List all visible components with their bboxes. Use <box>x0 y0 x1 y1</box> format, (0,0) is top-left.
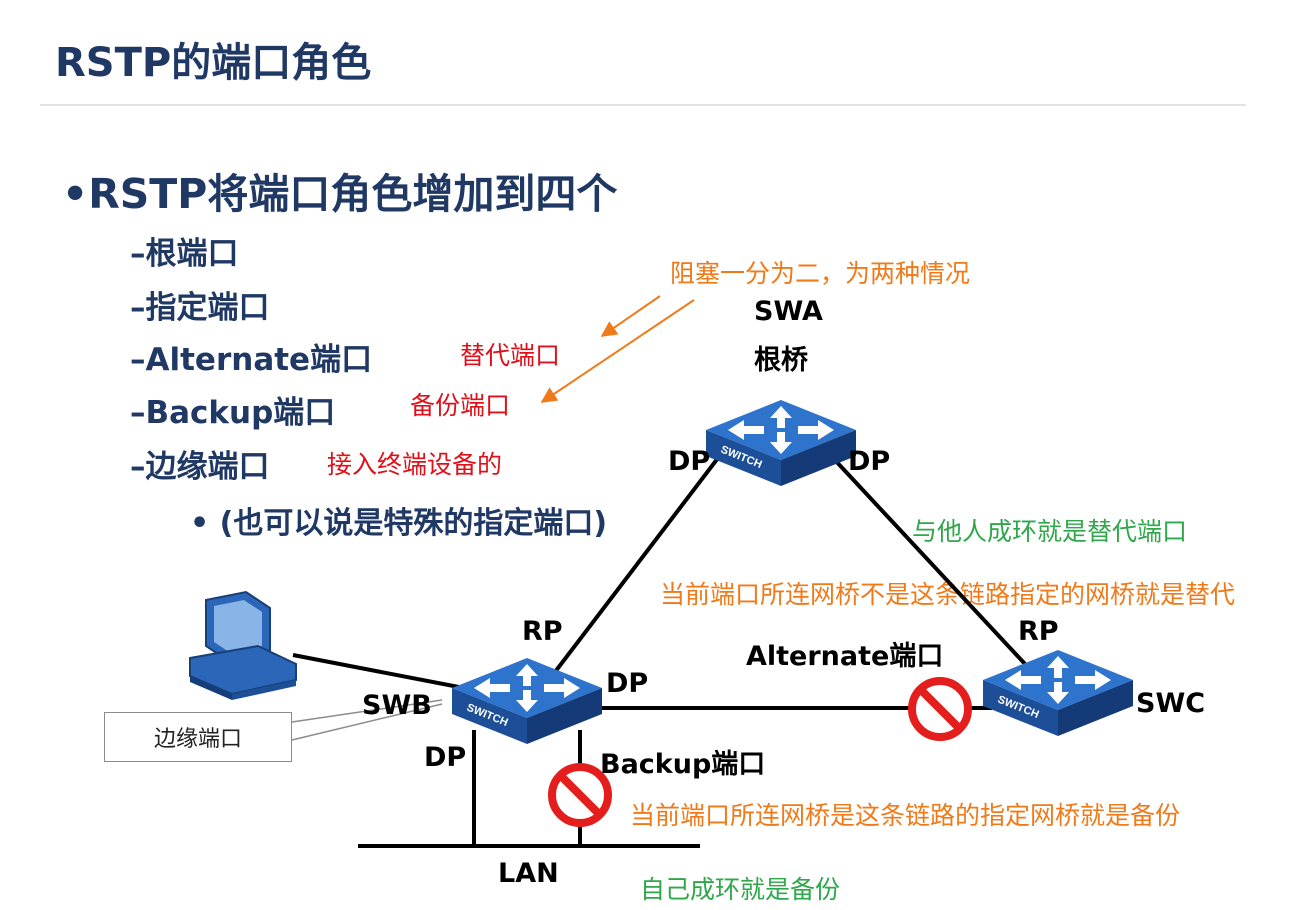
note-loop-self: 自己成环就是备份 <box>640 875 841 904</box>
callout-pointer-top <box>291 699 443 723</box>
link-swa-swb <box>553 456 720 674</box>
main-bullet: •RSTP将端口角色增加到四个 <box>62 170 618 218</box>
blocked-backup-icon <box>548 763 612 827</box>
role-designated-port: –指定端口 <box>130 290 270 326</box>
port-swa-left: DP <box>668 446 711 477</box>
swa-name: SWA <box>754 296 823 327</box>
switch-swb-icon: SWITCH <box>452 658 602 744</box>
arrow-to-alternate <box>600 295 661 337</box>
pc-icon <box>189 590 297 700</box>
swa-role: 根桥 <box>754 345 808 376</box>
role-edge-port: –边缘端口 <box>130 449 270 485</box>
switch-swa-icon: SWITCH <box>706 400 856 486</box>
role-backup-port: –Backup端口 <box>130 395 336 431</box>
note-backup-cn: 备份端口 <box>410 391 511 420</box>
swc-name: SWC <box>1136 688 1206 719</box>
port-swc-rp: RP <box>1018 616 1059 647</box>
note-edge-access: 接入终端设备的 <box>327 450 503 479</box>
edge-port-note: • (也可以说是特殊的指定端口) <box>190 506 608 541</box>
page-title: RSTP的端口角色 <box>55 40 372 86</box>
edge-port-callout: 边缘端口 <box>104 712 292 762</box>
port-swa-right: DP <box>848 446 891 477</box>
note-backup-rule: 当前端口所连网桥是这条链路的指定网桥就是备份 <box>630 801 1181 830</box>
role-alternate-port: –Alternate端口 <box>130 342 373 378</box>
title-divider <box>40 104 1246 106</box>
note-alternate-cn: 替代端口 <box>460 341 561 370</box>
link-pc-swb <box>292 653 465 690</box>
port-swb-rp: RP <box>522 616 563 647</box>
note-blocking-split: 阻塞一分为二，为两种情况 <box>670 259 971 288</box>
lan-label: LAN <box>498 858 559 889</box>
role-root-port: –根端口 <box>130 236 239 272</box>
link-swa-swc <box>831 456 1027 666</box>
port-swb-dp-down: DP <box>424 742 467 773</box>
note-alternate-rule: 当前端口所连网桥不是这条链路指定的网桥就是替代 <box>660 580 1236 609</box>
blocked-alternate-icon <box>908 677 972 741</box>
port-alternate-label: Alternate端口 <box>746 641 944 672</box>
port-swb-dp-right: DP <box>606 668 649 699</box>
port-backup-label: Backup端口 <box>600 749 766 780</box>
switch-swc-icon: SWITCH <box>983 650 1133 736</box>
note-loop-others: 与他人成环就是替代端口 <box>912 517 1188 546</box>
arrow-to-backup <box>540 299 695 403</box>
callout-pointer-bottom <box>291 703 443 741</box>
swb-name: SWB <box>362 690 432 721</box>
